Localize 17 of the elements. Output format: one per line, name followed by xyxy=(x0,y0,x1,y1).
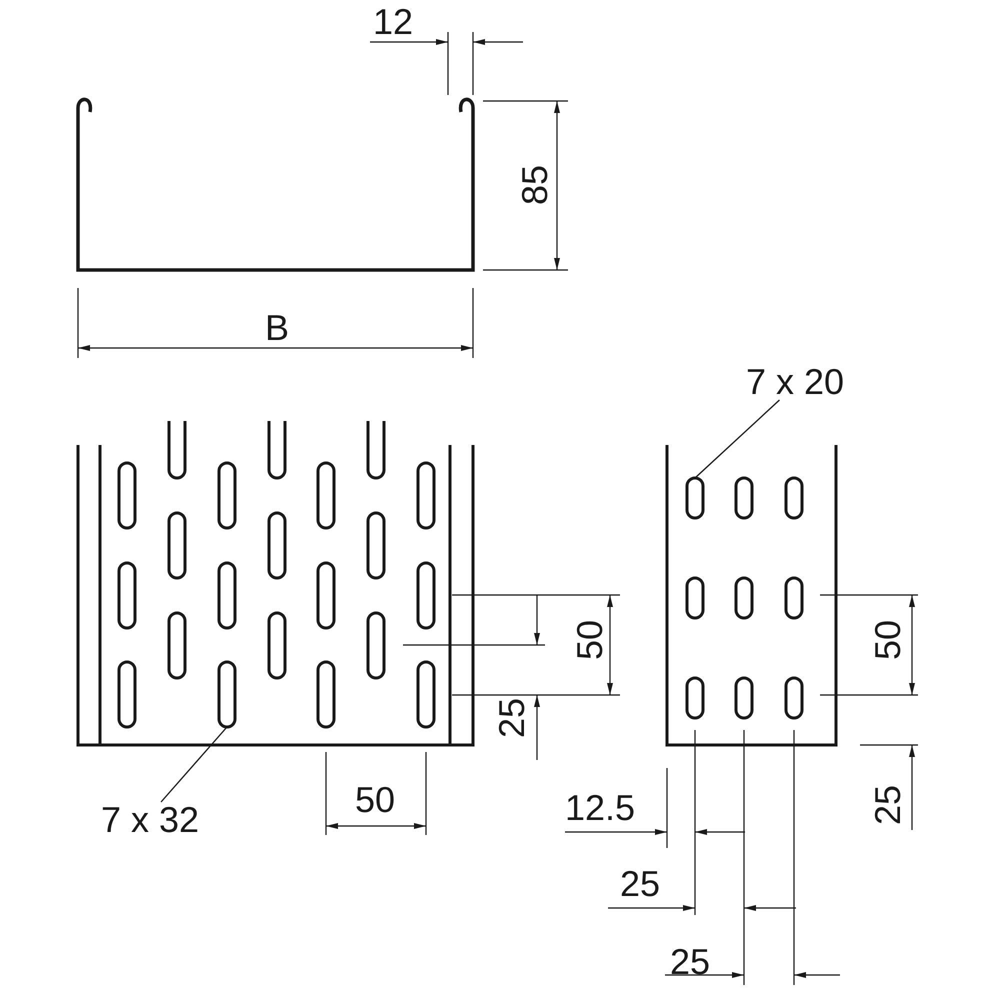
dimension-value: 25 xyxy=(670,944,710,980)
dimension-value: 25 xyxy=(870,784,906,826)
dimension-value: 25 xyxy=(620,866,660,902)
slot-hole xyxy=(686,476,704,520)
dimension-value: 50 xyxy=(354,782,396,818)
callout-label: 7 x 20 xyxy=(746,364,844,400)
dimension-value: 25 xyxy=(494,698,530,738)
dimension-value: 12.5 xyxy=(564,790,636,826)
dimension-value: B xyxy=(265,310,289,346)
dimension-value: 85 xyxy=(517,164,553,206)
leader-line xyxy=(694,400,780,478)
dimension-value: 50 xyxy=(870,620,906,660)
dimension-value: 12 xyxy=(372,4,414,40)
dimension-value: 50 xyxy=(572,620,608,660)
callout-label: 7 x 32 xyxy=(100,802,200,838)
slot-hole xyxy=(218,660,236,728)
leader-line xyxy=(160,726,228,802)
